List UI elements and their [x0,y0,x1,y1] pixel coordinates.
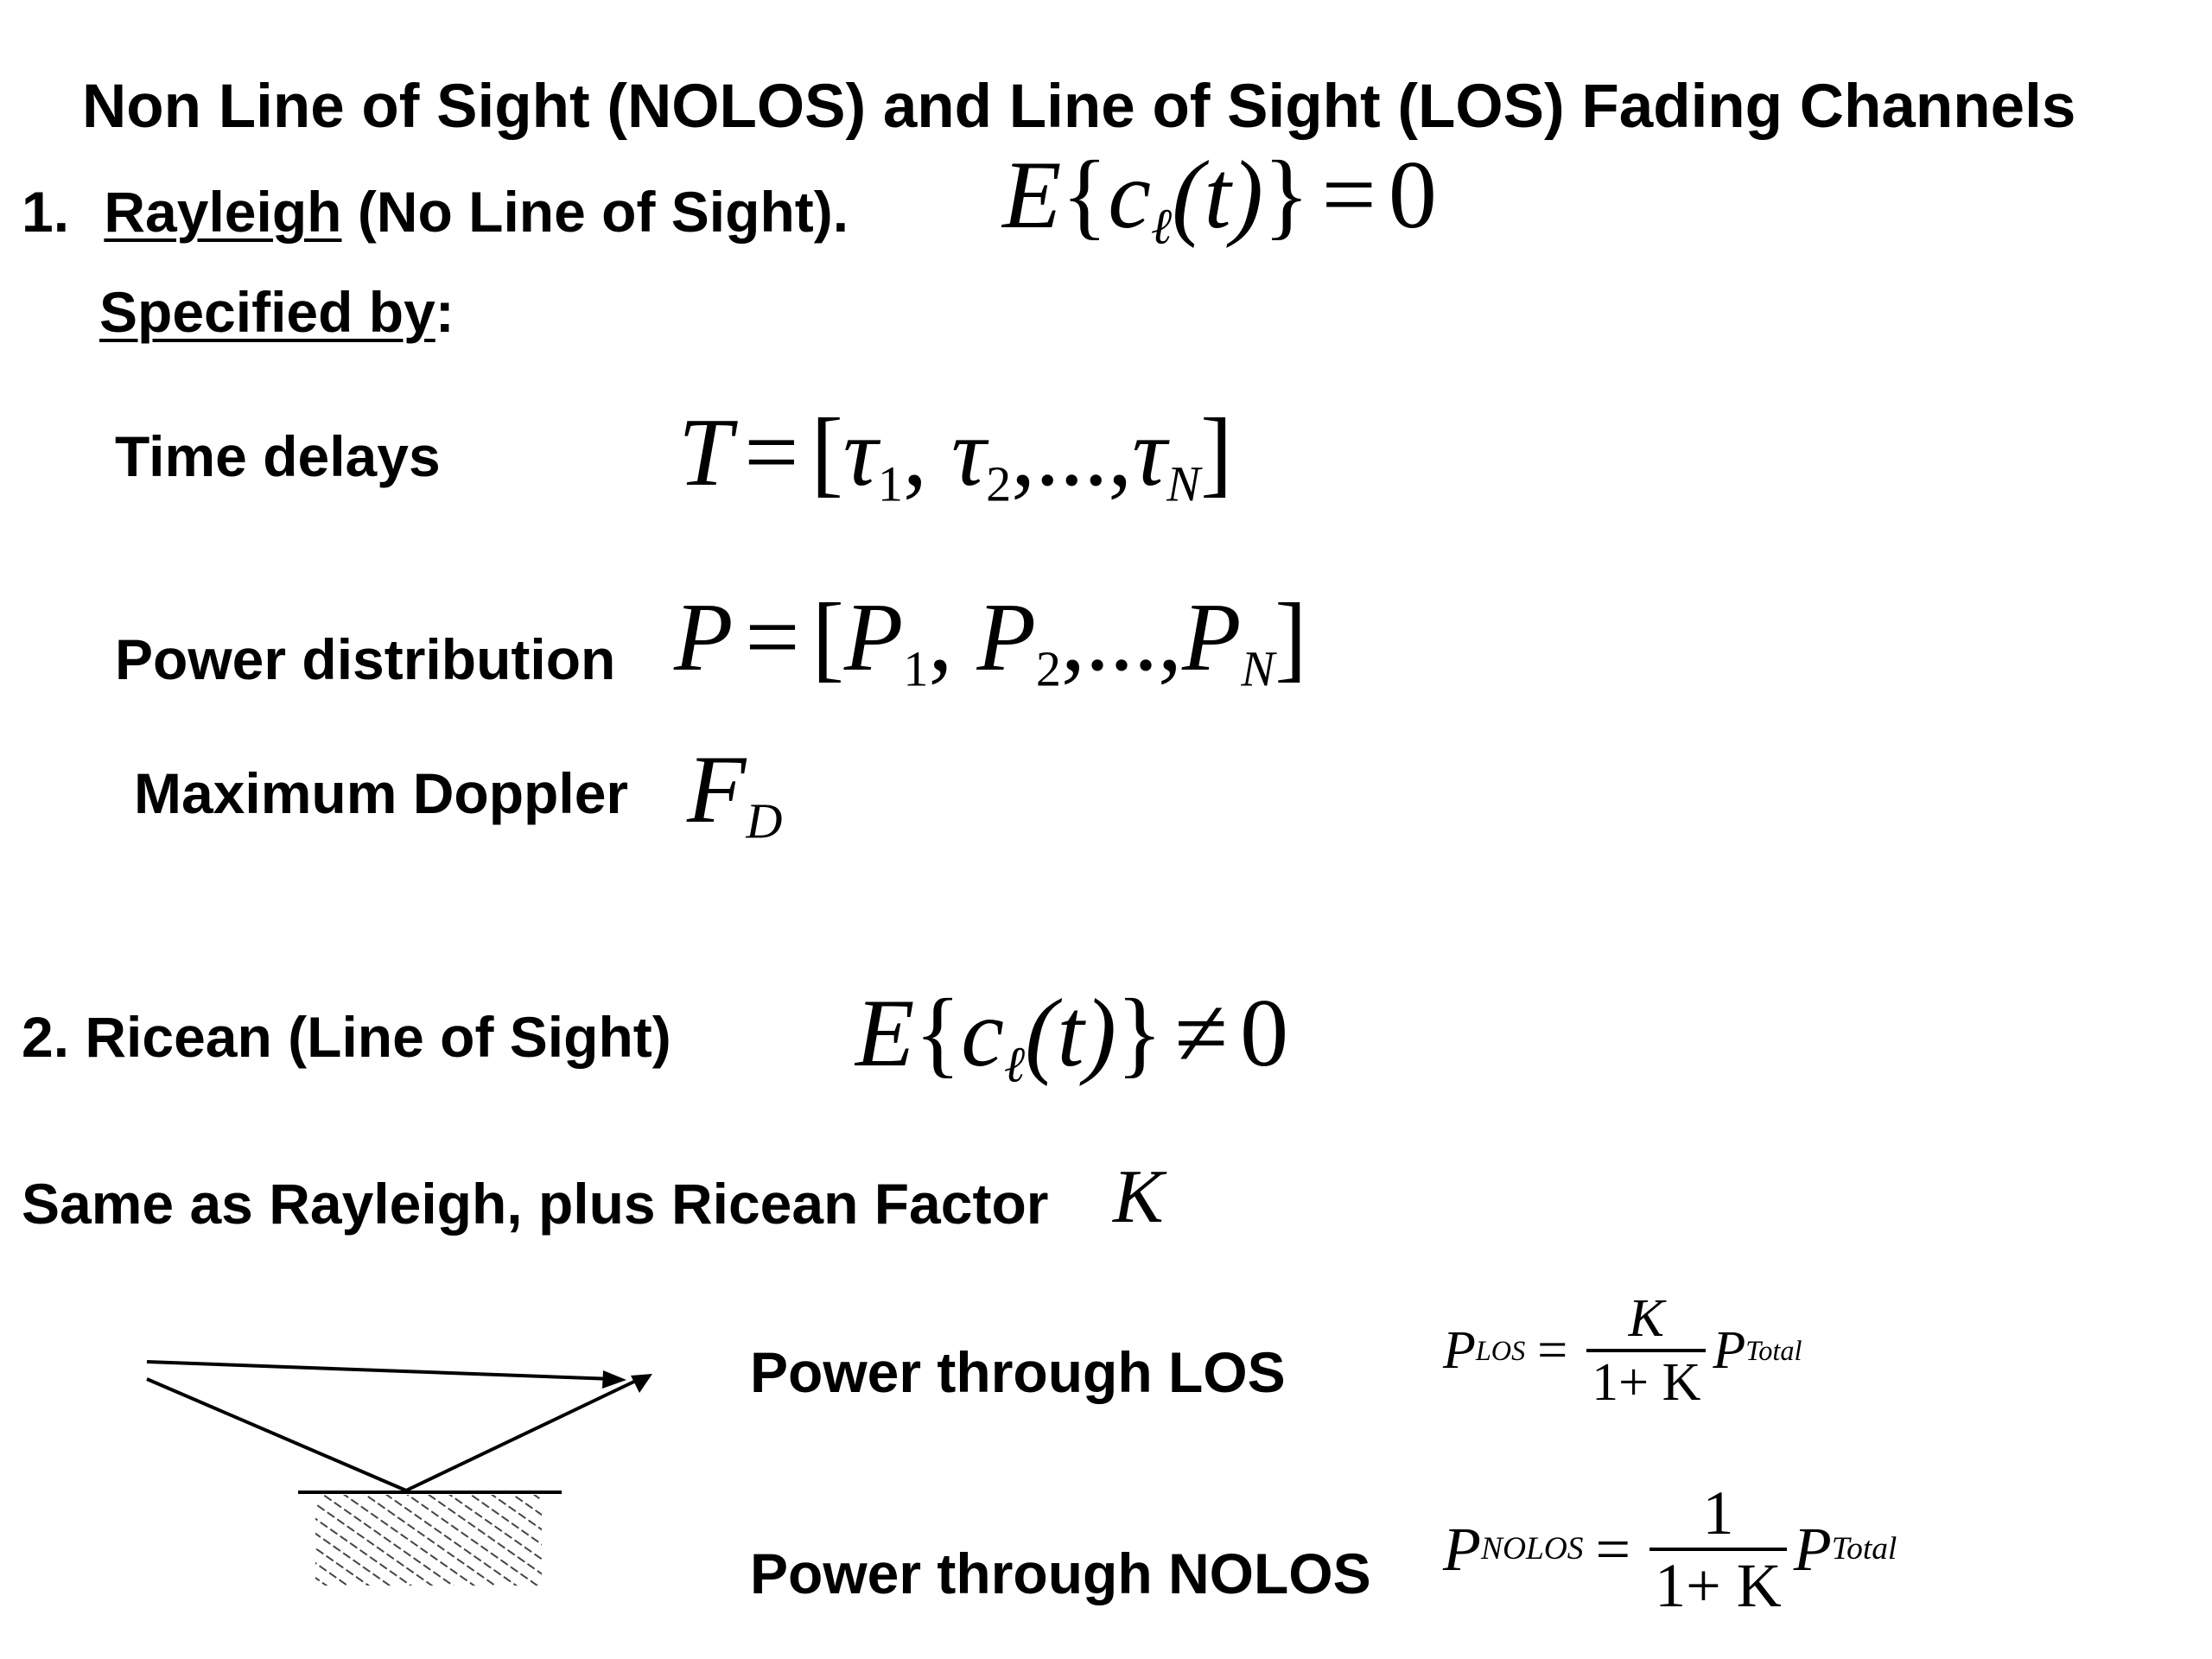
section2-heading: 2. Ricean (Line of Sight) [22,1005,671,1069]
section1-rest: (No Line of Sight). [357,180,849,244]
eq-symbol: P [976,584,1036,691]
eq-sub: 2 [986,455,1012,512]
eq-c-sub: ℓ [1150,198,1173,255]
power-distribution-label: Power distribution [115,627,616,691]
eq-brace-close: } [1262,142,1310,249]
eq-lhs: T [678,399,733,506]
eq-equals: = [1537,1321,1568,1380]
section1-number: 1. [22,180,70,244]
eq-total: P [1793,1515,1832,1584]
los-path-line [146,1360,614,1381]
page-title: Non Line of Sight (NOLOS) and Line of Si… [82,73,2076,141]
frac-numerator: K [1628,1289,1664,1348]
eq-relation: = [1321,142,1376,249]
eq-c-sub: ℓ [1003,1036,1026,1093]
max-doppler-symbol: FD [687,741,782,847]
eq-P-sub: NOLOS [1480,1531,1584,1567]
los-power-label: Power through LOS [750,1340,1286,1404]
eq-P: P [1443,1321,1476,1380]
eq-c: c [961,980,1004,1087]
section1-name: Rayleigh [104,180,342,244]
eq-equals: = [1595,1515,1631,1584]
ricean-mean-equation: E{cℓ(t)}≠0 [855,985,1288,1090]
eq-total: P [1713,1321,1746,1380]
doppler-F: F [687,736,747,843]
reflected-path-incoming [146,1377,407,1492]
eq-expectation: E [855,980,915,1087]
eq-equals: = [744,399,799,506]
ground-hatch [315,1495,542,1586]
eq-symbol: τ [950,399,987,506]
eq-t: (t) [1172,142,1263,249]
reflected-path-outgoing [405,1377,640,1492]
eq-sub: 1 [903,640,929,697]
eq-dots: ,..., [1060,584,1182,691]
reflected-arrowhead-icon [631,1374,652,1393]
multipath-diagram [146,1360,652,1586]
eq-symbol: τ [842,399,878,506]
ricean-factor-symbol: K [1113,1155,1164,1239]
eq-sub: 1 [877,455,903,512]
time-delays-label: Time delays [115,424,441,488]
los-arrowhead-icon [602,1370,626,1389]
eq-expectation: E [1002,142,1062,249]
eq-P-sub: LOS [1475,1334,1526,1366]
eq-bracket-open: [ [811,584,844,691]
max-doppler-label: Maximum Doppler [134,761,629,825]
frac-denominator: 1+ K [1586,1349,1707,1409]
eq-t: (t) [1025,980,1116,1087]
specified-by-text: Specified by [99,280,435,344]
eq-brace-open: { [914,980,962,1087]
eq-symbol: τ [1132,399,1167,506]
eq-dots: ,..., [1011,399,1133,506]
eq-sub: N [1241,640,1275,697]
eq-zero: 0 [1388,142,1437,249]
frac-denominator: 1+ K [1649,1548,1787,1617]
section1-heading: 1. Rayleigh (No Line of Sight). [22,183,849,240]
power-distribution-equation: P=[P1, P2,...,PN] [674,584,1307,697]
eq-brace-close: } [1116,980,1163,1087]
frac-numerator: 1 [1702,1478,1734,1548]
doppler-sub: D [746,792,783,849]
eq-sub: N [1166,455,1201,512]
eq-total-sub: Total [1831,1531,1897,1567]
eq-symbol: P [1181,584,1242,691]
eq-bracket-close: ] [1274,584,1307,691]
eq-relation: ≠ [1174,980,1229,1087]
eq-bracket-close: ] [1200,399,1233,506]
ricean-factor-text: Same as Rayleigh, plus Ricean Factor [22,1172,1049,1236]
eq-zero: 0 [1240,980,1289,1087]
eq-sub: 2 [1035,640,1061,697]
time-delays-equation: T=[τ1, τ2,...,τN] [678,399,1233,512]
eq-lhs: P [674,584,734,691]
eq-brace-open: { [1061,142,1109,249]
nolos-fraction: 1 1+ K [1649,1482,1787,1617]
eq-symbol: P [843,584,904,691]
eq-total-sub: Total [1745,1334,1802,1366]
los-fraction: K 1+ K [1586,1289,1707,1409]
nolos-power-label: Power through NOLOS [750,1541,1371,1605]
eq-bracket-open: [ [810,399,843,506]
eq-equals: = [745,584,800,691]
specified-by-label: Specified by: [99,283,454,340]
eq-c: c [1108,142,1151,249]
rayleigh-mean-equation: E{cℓ(t)}=0 [1002,147,1437,252]
specified-by-colon: : [435,280,454,344]
eq-P: P [1443,1515,1481,1584]
